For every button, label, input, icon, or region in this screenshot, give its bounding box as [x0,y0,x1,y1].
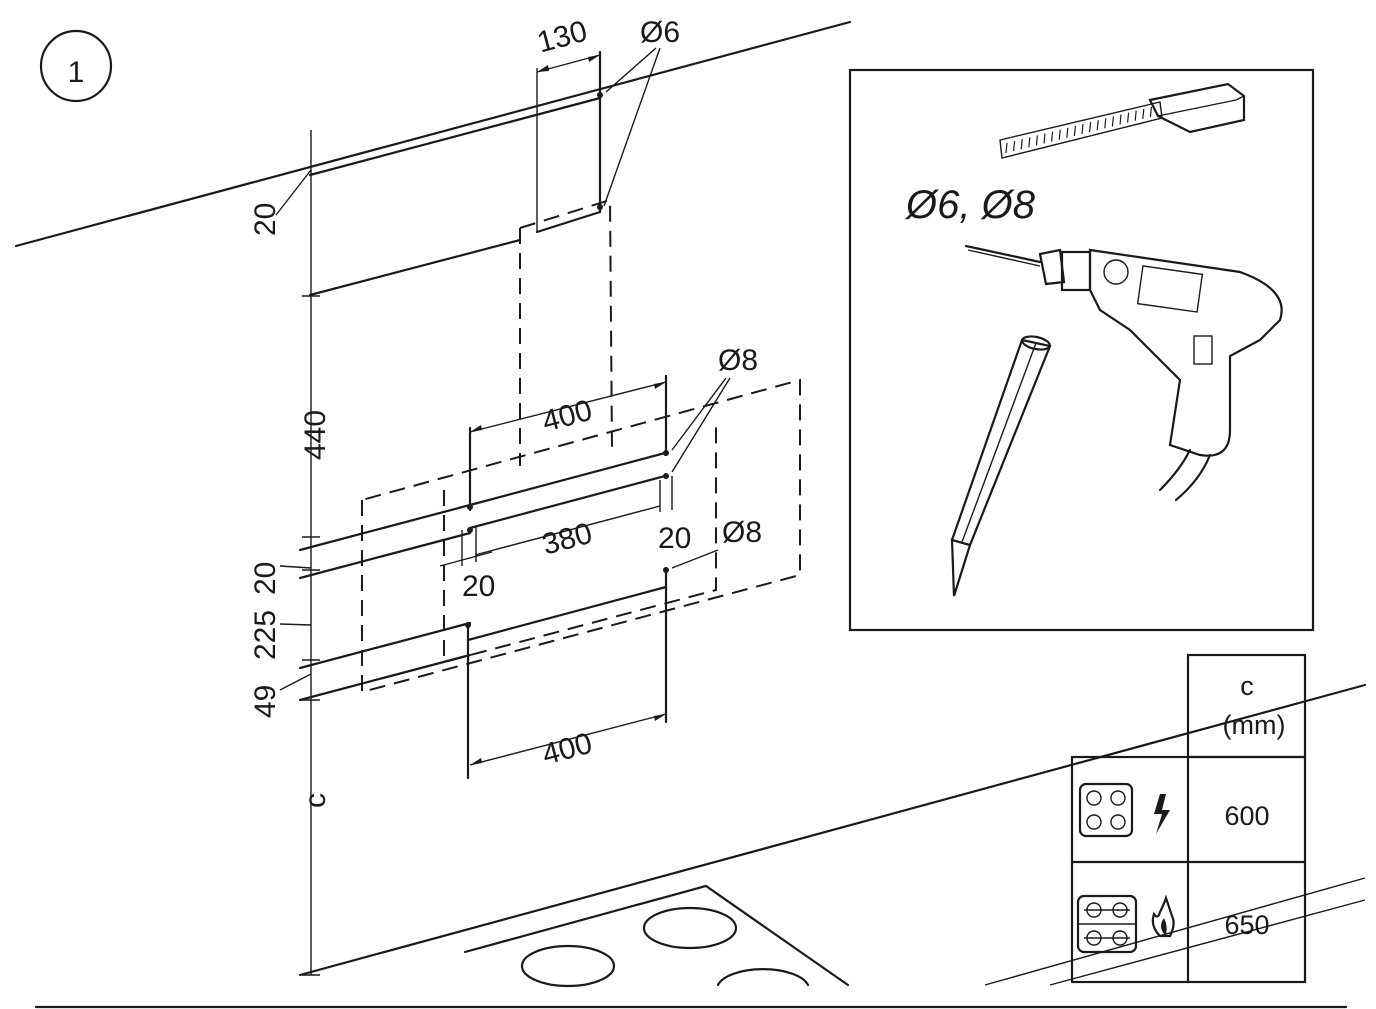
dimension-49-label: 49 [249,685,282,718]
tape-tick [1127,112,1130,123]
hood-outline [361,378,801,694]
dimension-dia6-label: Ø6 [640,16,680,49]
dimension-dia8-top: Ø8 [671,344,758,473]
dimension-dia8-top-label: Ø8 [718,344,758,377]
dimension-20-left-label: 20 [249,562,282,595]
table-header-c: c [1240,671,1254,701]
pencil-icon [950,335,1052,597]
mounting-rails [298,374,669,780]
table-value-gas: 650 [1224,910,1269,940]
table-value-electric: 600 [1224,801,1269,831]
tape-tick [1028,137,1031,148]
dimension-dia8-right: Ø8 [671,516,762,569]
dimension-400-bottom: 400 [469,713,667,772]
tape-tick [1020,139,1023,150]
dimension-400-top: 400 [469,381,667,439]
table-row: 650 [1076,894,1270,954]
drill-sizes-label: Ø6, Ø8 [904,183,1036,227]
table-header-unit: (mm) [1223,710,1286,740]
dimension-c-label: c [299,793,332,808]
dimension-20-top: 20 [249,169,312,236]
dimension-440-label: 440 [299,410,332,460]
dimension-400-top-label: 400 [539,394,596,439]
dimension-225-label: 225 [249,610,282,660]
tape-tick [1073,125,1076,136]
tape-tick [1058,129,1061,140]
drill-icon [964,244,1283,502]
tape-tick [1111,116,1114,127]
tools-panel: Ø6, Ø8 [848,68,1315,632]
dimension-400-bottom-label: 400 [539,727,596,772]
tape-tick [1119,114,1122,125]
cooktop-burner [642,906,738,950]
leader-49 [279,673,312,691]
cooktop [463,884,850,988]
cooktop-burner [520,944,616,988]
tape-tick [1043,133,1046,144]
dimension-dia8-right-label: Ø8 [722,516,762,549]
tape-tick [1005,142,1008,154]
dimension-dia6: Ø6 [597,16,680,210]
tape-tick [1051,131,1054,142]
flame-icon [1151,894,1175,938]
distance-table: c (mm) 600 [1070,653,1307,984]
tape-tick [1096,120,1099,131]
dimension-20-top-label: 20 [249,203,282,236]
tape-tick [1013,141,1016,152]
tape-tick [1104,118,1107,129]
tape-tick [1134,110,1137,121]
step-number: 1 [68,56,85,89]
dimension-20-mid-label: 20 [462,570,495,603]
chimney-bracket [308,50,613,466]
step-number-badge: 1 [39,29,113,103]
leader-20-left [279,565,312,569]
lightning-icon [1154,794,1170,834]
dimension-20-right-label: 20 [658,522,691,555]
tape-tick [1081,123,1084,135]
tape-tick [1035,135,1038,146]
cooktop-burner [716,968,810,987]
worktop [298,683,1367,986]
dimension-130: 130 [534,15,601,73]
tape-tick [1149,106,1152,117]
dimension-380: 380 [474,505,661,562]
ceiling-edge [14,20,852,248]
tape-tick [1066,127,1069,138]
table-row: 600 [1078,782,1270,838]
dimension-380-label: 380 [539,517,596,562]
dimension-20-right: 20 [658,476,691,555]
gas-hob-icon [1076,894,1138,954]
tape-tick [1089,122,1092,133]
vertical-dimension-line [302,130,320,976]
electric-hob-icon [1078,782,1134,838]
leader-225 [279,623,312,626]
dimension-20-mid: 20 [439,526,495,603]
tape-tick [1142,108,1145,119]
tape-measure-icon [999,82,1246,159]
dimension-130-label: 130 [534,15,591,60]
